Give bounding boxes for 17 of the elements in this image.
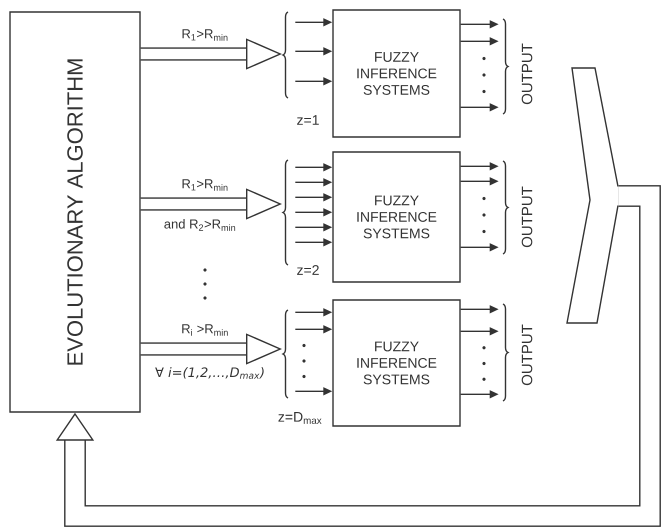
output-label: OUTPUT xyxy=(522,186,532,248)
process-box: FUZZY INFERENCE SYSTEMS xyxy=(332,9,461,138)
merge-chevron xyxy=(566,67,619,324)
box-caption: z=D$_{max}$ xyxy=(278,412,322,424)
condition-label: ∀ i=(1,2,…,D$_{max}$) xyxy=(155,367,264,379)
process-box: FUZZY INFERENCE SYSTEMS xyxy=(332,151,461,283)
box-caption: z=2 xyxy=(297,265,319,275)
feedback-arrow xyxy=(56,185,661,527)
edge-label: R$_{1}$>R$_{min}$ xyxy=(182,29,228,41)
process-box: FUZZY INFERENCE SYSTEMS xyxy=(332,299,461,427)
edge-label: R$_{1}$>R$_{min}$ xyxy=(182,179,228,191)
output-label: OUTPUT xyxy=(522,324,532,386)
box-caption: z=1 xyxy=(297,115,319,125)
condition-label: and R$_{2}$>R$_{min}$ xyxy=(164,219,236,231)
output-label: OUTPUT xyxy=(522,44,532,104)
edge-label: R$_{i}$ >R$_{min}$ xyxy=(182,324,228,336)
algorithm-box: EVOLUTIONARY ALGORITHM xyxy=(9,11,141,413)
